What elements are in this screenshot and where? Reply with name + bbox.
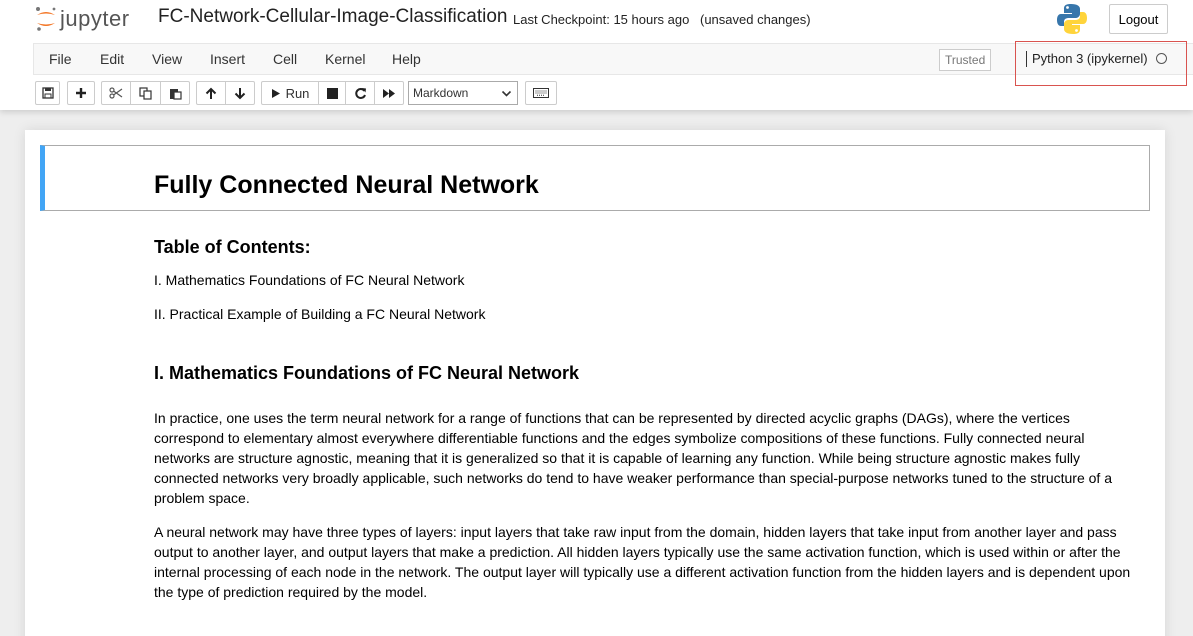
restart-button[interactable] xyxy=(345,81,375,105)
cut-button[interactable] xyxy=(101,81,131,105)
paste-button[interactable] xyxy=(160,81,190,105)
selected-markdown-cell[interactable] xyxy=(40,145,1150,211)
toc-item: I. Mathematics Foundations of FC Neural … xyxy=(154,272,465,288)
interrupt-button[interactable] xyxy=(318,81,346,105)
copy-icon xyxy=(139,86,152,100)
section-heading: I. Mathematics Foundations of FC Neural … xyxy=(154,363,580,383)
menubar: File Edit View Insert Cell Kernel Help T… xyxy=(33,43,1193,75)
python-logo-icon xyxy=(1057,4,1087,34)
paste-icon xyxy=(169,88,182,100)
move-down-button[interactable] xyxy=(225,81,255,105)
plus-icon xyxy=(76,88,86,98)
autosave-status: (unsaved changes) xyxy=(700,12,811,27)
notebook-heading1: Fully Connected Neural Network xyxy=(154,171,539,199)
logout-button[interactable]: Logout xyxy=(1109,4,1168,34)
menu-help[interactable]: Help xyxy=(392,51,421,67)
keyboard-icon xyxy=(533,88,549,98)
menu-cell[interactable]: Cell xyxy=(273,51,298,67)
kernel-highlight-box xyxy=(1015,41,1187,86)
run-label: Run xyxy=(285,85,310,101)
notebook-title[interactable]: FC-Network-Cellular-Image-Classification xyxy=(158,6,508,27)
command-palette-button[interactable] xyxy=(525,81,557,105)
checkpoint-status: Last Checkpoint: 15 hours ago xyxy=(513,12,690,27)
cut-icon xyxy=(109,87,123,99)
toc-title: Table of Contents: xyxy=(154,237,311,257)
chevron-down-icon xyxy=(501,90,512,97)
menu-file[interactable]: File xyxy=(49,51,72,67)
fast-forward-icon xyxy=(383,88,395,98)
menu-view[interactable]: View xyxy=(152,51,183,67)
insert-cell-button[interactable] xyxy=(67,81,95,105)
copy-button[interactable] xyxy=(130,81,161,105)
jupyter-brand: jupyter xyxy=(60,6,130,31)
menu-edit[interactable]: Edit xyxy=(100,51,125,67)
cell-type-select[interactable]: Markdown xyxy=(408,81,518,105)
save-icon xyxy=(41,87,54,99)
stop-icon xyxy=(326,87,338,99)
trusted-indicator[interactable]: Trusted xyxy=(939,49,992,71)
arrow-up-icon xyxy=(205,87,217,99)
restart-run-all-button[interactable] xyxy=(374,81,404,105)
kernel-idle-indicator-icon xyxy=(1156,53,1167,64)
header: jupyter FC-Network-Cellular-Image-Classi… xyxy=(0,0,1193,110)
jupyter-logo-icon xyxy=(36,7,56,31)
paragraph: A neural network may have three types of… xyxy=(154,524,1131,600)
run-button[interactable]: Run xyxy=(261,81,319,105)
toc-item: II. Practical Example of Building a FC N… xyxy=(154,306,486,322)
jupyter-logo[interactable]: jupyter xyxy=(34,5,130,33)
save-button[interactable] xyxy=(35,81,60,105)
menu-kernel[interactable]: Kernel xyxy=(325,51,366,67)
move-up-button[interactable] xyxy=(196,81,226,105)
restart-icon xyxy=(354,87,366,99)
notebook-container xyxy=(25,130,1165,636)
play-icon xyxy=(271,88,280,98)
paragraph: In practice, one uses the term neural ne… xyxy=(154,410,1112,506)
arrow-down-icon xyxy=(234,87,246,99)
cell-type-value: Markdown xyxy=(413,86,469,100)
kernel-name[interactable]: Python 3 (ipykernel) xyxy=(1026,51,1148,67)
menu-insert[interactable]: Insert xyxy=(210,51,246,67)
